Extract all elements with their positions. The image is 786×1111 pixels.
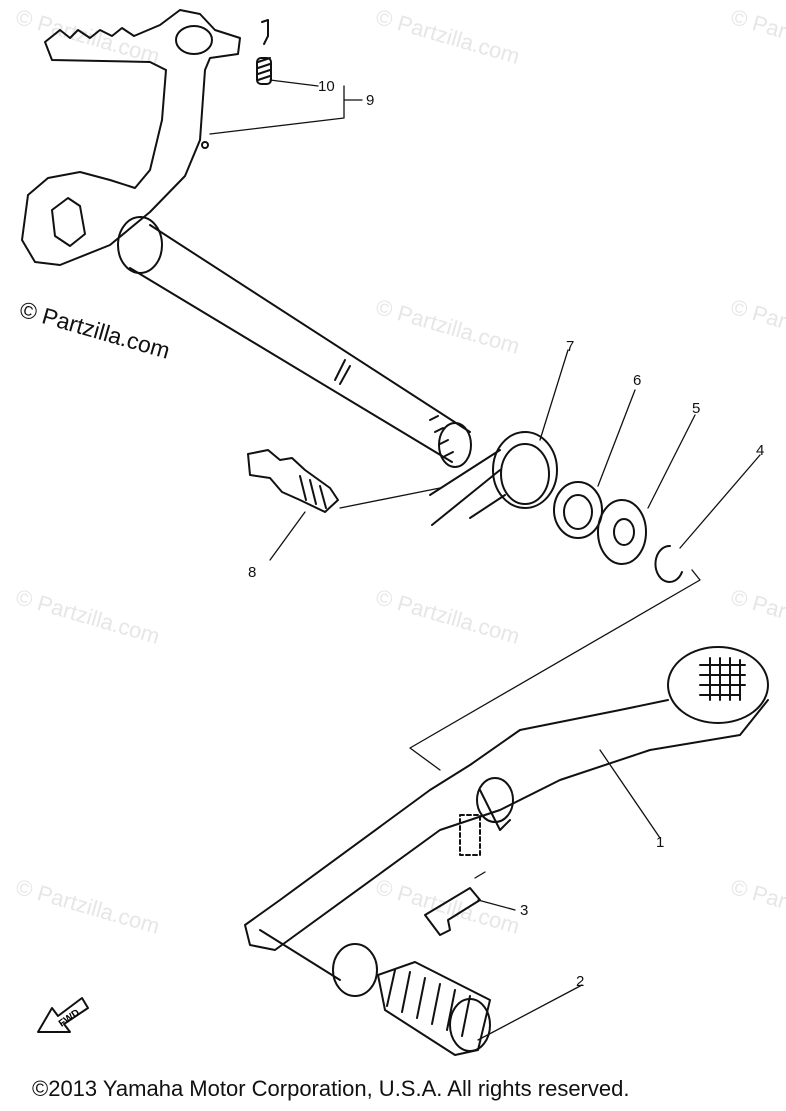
callout-7: 7	[566, 338, 575, 355]
callout-5: 5	[692, 400, 701, 417]
bolt-part-8	[247, 449, 339, 513]
callout-2: 2	[576, 973, 585, 990]
shift-shaft	[117, 216, 472, 468]
washer-part-5	[597, 499, 647, 565]
footpeg-part-2	[259, 929, 491, 1056]
shift-arm-part-9	[21, 9, 241, 266]
fwd-arrow-icon	[37, 997, 89, 1033]
leader-lines	[209, 79, 761, 1041]
callout-9: 9	[366, 92, 375, 109]
shift-pedal-part-1	[244, 646, 769, 951]
callout-10: 10	[318, 78, 335, 95]
spring-part-10	[256, 19, 272, 85]
torsion-spring-part-7	[429, 431, 558, 526]
circlip-part-4	[654, 544, 683, 583]
callout-1: 1	[656, 834, 665, 851]
callout-3: 3	[520, 902, 529, 919]
callout-6: 6	[633, 372, 642, 389]
copyright-footer: ©2013 Yamaha Motor Corporation, U.S.A. A…	[32, 1076, 630, 1101]
callout-8: 8	[248, 564, 257, 581]
bolt-part-3	[424, 887, 481, 936]
callout-4: 4	[756, 442, 765, 459]
oil-seal-part-6	[553, 481, 603, 539]
